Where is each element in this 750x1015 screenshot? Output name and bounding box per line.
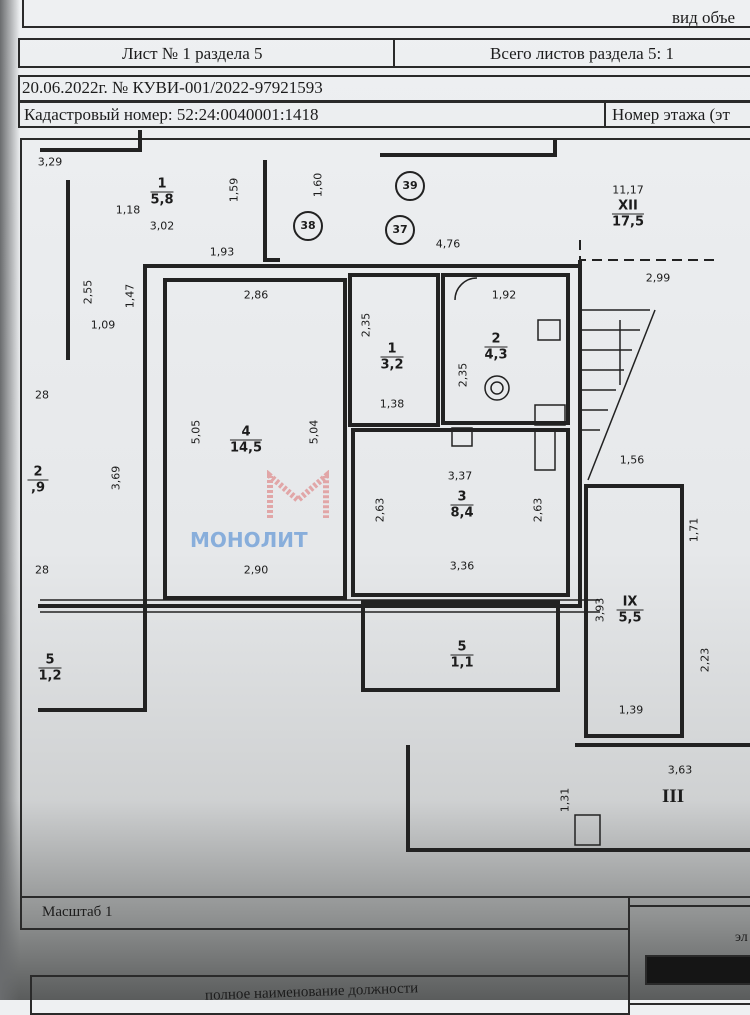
- room-area: 5,5: [618, 610, 642, 626]
- dimension: 1,31: [558, 787, 572, 813]
- object-type: вид объе: [672, 8, 736, 27]
- room-area: 8,4: [450, 505, 474, 521]
- dimension: 2,63: [373, 497, 387, 523]
- dimension: 1,38: [379, 397, 405, 411]
- room-number: 2: [27, 465, 49, 481]
- dimension: 2,99: [645, 271, 671, 285]
- floor-number-label: Номер этажа (эт: [612, 105, 730, 124]
- room-number: 5: [450, 640, 474, 656]
- room-area: ,9: [31, 480, 45, 496]
- watermark-text: МОНОЛИТ: [190, 528, 308, 552]
- cadastral-row: [18, 101, 750, 128]
- dimension: 1,18: [115, 203, 141, 217]
- photo-shadow: [0, 0, 20, 1000]
- dimension: 28: [35, 388, 49, 402]
- room-number: 3: [450, 490, 474, 506]
- dimension: 3,02: [149, 219, 175, 233]
- sheet-divider: [393, 38, 395, 68]
- dimension: 5,04: [307, 419, 321, 445]
- dimension: 3,36: [449, 559, 475, 573]
- header-object-row: [22, 0, 750, 28]
- dimension: 1,92: [491, 288, 517, 302]
- dimension: 2,35: [456, 362, 470, 388]
- dimension: 3,29: [37, 155, 63, 169]
- dimension: 5,05: [189, 419, 203, 445]
- room-number: 4: [229, 425, 263, 441]
- doc-number: 20.06.2022г. № КУВИ-001/2022-97921593: [22, 78, 323, 97]
- dimension: 3,63: [667, 763, 693, 777]
- room-area: 14,5: [229, 440, 263, 456]
- room-number: 1: [150, 177, 174, 193]
- cadastral-divider: [604, 101, 606, 128]
- scale-label: Масштаб 1: [42, 904, 113, 920]
- section-label: III: [662, 786, 685, 807]
- footer-black-cell: [645, 955, 750, 985]
- watermark-logo: [267, 470, 329, 518]
- room-number: IX: [616, 595, 644, 611]
- total-sheets: Всего листов раздела 5: 1: [490, 44, 674, 63]
- room-number: 1: [380, 342, 404, 358]
- dimension: 1,71: [687, 517, 701, 543]
- room-number: 2: [484, 332, 508, 348]
- dimension: 28: [35, 563, 49, 577]
- dimension: 2,55: [81, 279, 95, 305]
- room-area: 4,3: [484, 347, 508, 363]
- sheet-number: Лист № 1 раздела 5: [122, 44, 263, 63]
- room-number: 5: [38, 653, 62, 669]
- room-area: 17,5: [611, 214, 645, 230]
- room-area: 1,2: [38, 668, 62, 684]
- dimension: 1,59: [227, 177, 241, 203]
- dimension: 1,60: [311, 172, 325, 198]
- cadastral-number: Кадастровый номер: 52:24:0040001:1418: [24, 105, 319, 124]
- dimension: 1,47: [123, 283, 137, 309]
- dimension: 1,93: [209, 245, 235, 259]
- dimension: 2,35: [359, 312, 373, 338]
- dimension: 2,90: [243, 563, 269, 577]
- footer-right-label: эл: [735, 930, 748, 945]
- room-label: 2,9: [27, 465, 49, 496]
- room-area: 5,8: [150, 192, 174, 208]
- dimension: 3,69: [109, 465, 123, 491]
- sheet-row: [18, 38, 750, 68]
- dimension: 3,37: [447, 469, 473, 483]
- dimension: 2,63: [531, 497, 545, 523]
- marker-circle: 37: [385, 215, 415, 245]
- room-note: 11,17: [612, 183, 644, 197]
- room-area: 1,1: [450, 655, 474, 671]
- plan-frame: [20, 138, 750, 898]
- dimension: 3,93: [593, 597, 607, 623]
- marker-circle: 39: [395, 171, 425, 201]
- marker-circle: 38: [293, 211, 323, 241]
- dimension: 1,39: [618, 703, 644, 717]
- dimension: 1,56: [619, 453, 645, 467]
- dimension: 2,23: [698, 647, 712, 673]
- room-area: 3,2: [380, 357, 404, 373]
- room-number: XII: [611, 199, 645, 215]
- dimension: 4,76: [435, 237, 461, 251]
- dimension: 2,86: [243, 288, 269, 302]
- dimension: 1,09: [90, 318, 116, 332]
